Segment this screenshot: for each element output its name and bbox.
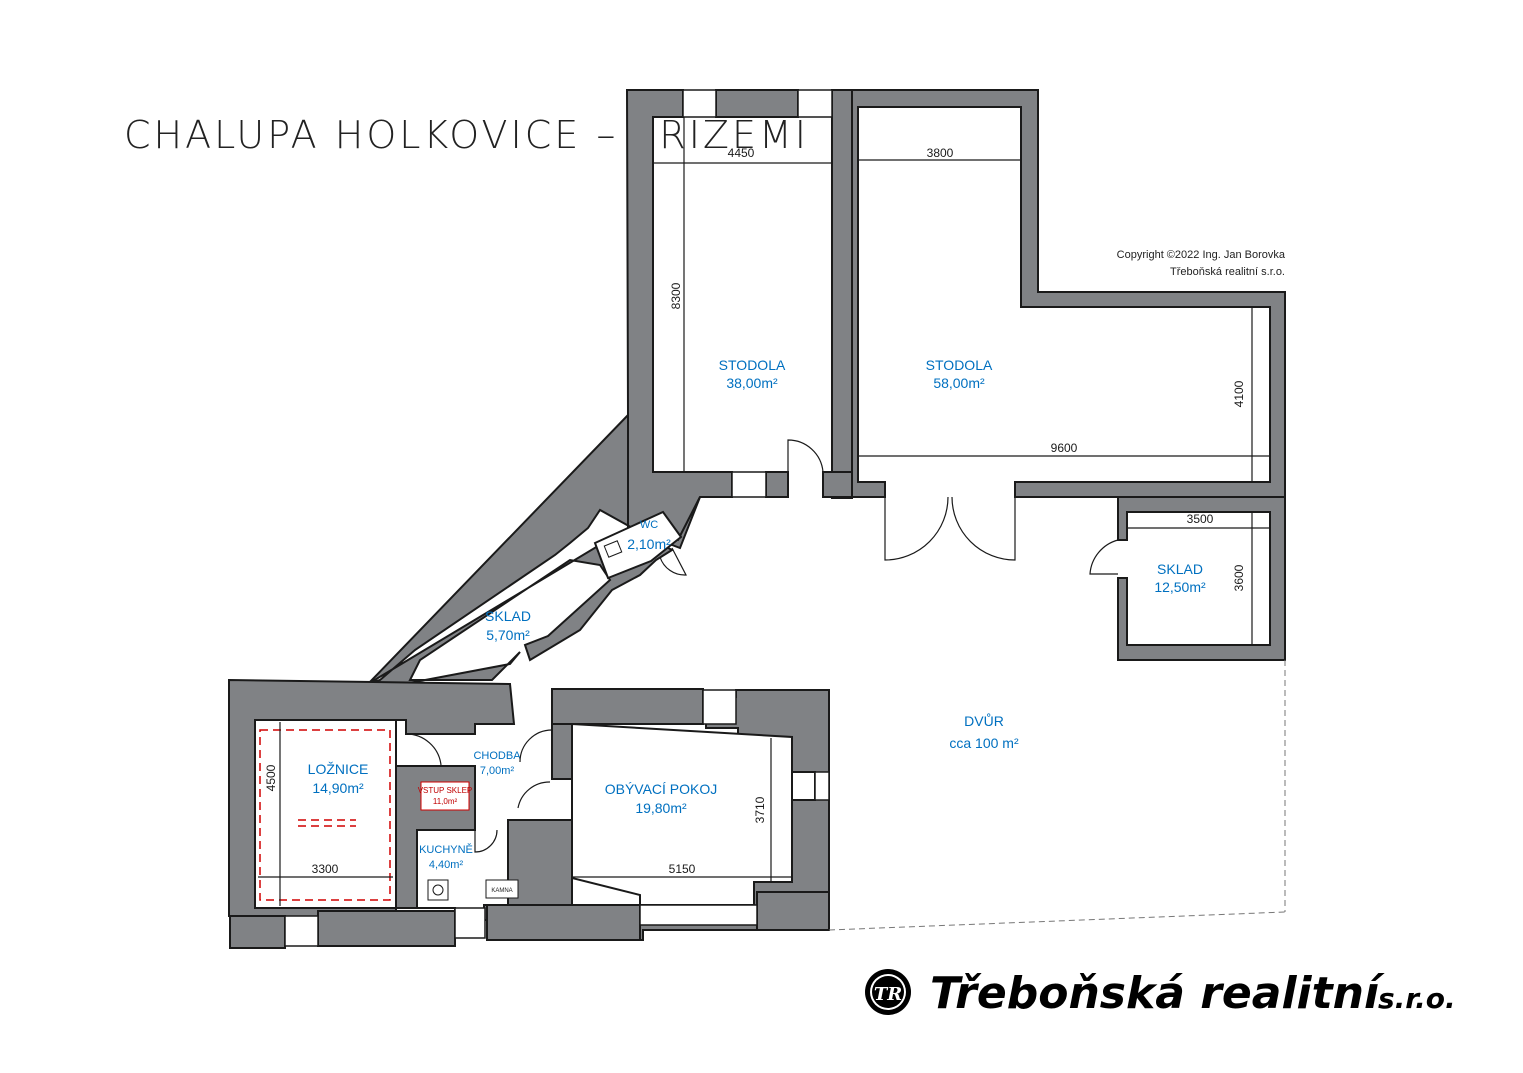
wc-area: 2,10m² xyxy=(627,536,671,552)
window xyxy=(702,689,737,725)
window xyxy=(682,89,717,118)
brand-suffix: s.r.o. xyxy=(1378,982,1456,1015)
obyvaci-label: OBÝVACÍ POKOJ xyxy=(605,781,718,797)
dim-loznice-height: 4500 xyxy=(264,764,278,791)
stove-label: KAMNA xyxy=(491,888,512,894)
stodola-2-label: STODOLA xyxy=(926,357,993,373)
stodola-1-walls xyxy=(625,89,853,542)
stodola-2-walls xyxy=(851,89,1286,498)
dvur-area: cca 100 m² xyxy=(949,735,1019,751)
door xyxy=(1089,539,1119,575)
dim-stodola2-width: 3800 xyxy=(927,146,954,160)
kuchyne-label: KUCHYNĚ xyxy=(419,843,473,856)
door xyxy=(405,733,442,766)
sink-icon xyxy=(427,879,449,901)
window xyxy=(731,471,767,498)
vstup-sklep-box xyxy=(420,781,470,811)
kuchyne-area: 4,40m² xyxy=(429,859,464,871)
sklad-2-label: SKLAD xyxy=(1157,561,1203,577)
brand-logo-letters: TR xyxy=(874,984,902,1005)
dim-stodola2-length: 9600 xyxy=(1051,441,1078,455)
window xyxy=(814,771,830,801)
vstup-sklep-area: 11,0m² xyxy=(433,797,458,806)
diagonal-wing-walls xyxy=(364,412,701,685)
plan-title: CHALUPA HOLKOVICE – PŘÍZEMÍ xyxy=(124,113,809,157)
dim-stodola1-width: 4450 xyxy=(728,146,755,160)
wc-label: WC xyxy=(640,519,658,531)
dim-sklad2-height: 3600 xyxy=(1232,564,1246,591)
toilet-icon xyxy=(603,540,623,558)
loznice-room xyxy=(254,719,397,909)
obyvaci-area: 19,80m² xyxy=(635,800,687,816)
chodba-label: CHODBA xyxy=(473,750,521,762)
dim-sklad2-width: 3500 xyxy=(1187,512,1214,526)
bed-outline xyxy=(259,729,391,901)
vstup-sklep-label: VSTUP SKLEP xyxy=(418,786,473,795)
loznice-label: LOŽNICE xyxy=(308,761,369,777)
stove-icon xyxy=(485,879,519,899)
window xyxy=(639,904,758,926)
brand-name: Třeboňská realitní xyxy=(930,968,1385,1019)
double-door xyxy=(884,496,1016,561)
sklad-1-area: 5,70m² xyxy=(486,627,530,643)
copyright-line-2: Třeboňská realitní s.r.o. xyxy=(1170,266,1285,278)
door xyxy=(517,781,551,809)
window xyxy=(797,89,833,118)
sklad-1-label: SKLAD xyxy=(485,608,531,624)
stodola-2-area: 58,00m² xyxy=(933,375,985,391)
window xyxy=(284,915,319,947)
dvur-label: DVŮR xyxy=(964,712,1004,729)
stodola-1-label: STODOLA xyxy=(719,357,786,373)
door xyxy=(787,439,824,473)
window xyxy=(454,907,486,939)
door xyxy=(659,547,687,576)
chodba-area: 7,00m² xyxy=(480,765,515,777)
loznice-area: 14,90m² xyxy=(312,780,364,796)
dim-obyvaci-height: 3710 xyxy=(753,796,767,823)
brand-logo: TR xyxy=(865,969,911,1015)
door xyxy=(474,829,498,853)
dim-loznice-width: 3300 xyxy=(312,862,339,876)
copyright-line-1: Copyright ©2022 Ing. Jan Borovka xyxy=(1117,249,1286,261)
dim-obyvaci-width: 5150 xyxy=(669,862,696,876)
door xyxy=(519,729,553,763)
wc-room xyxy=(593,510,683,580)
dim-stodola1-height: 8300 xyxy=(669,282,683,309)
stodola-1-area: 38,00m² xyxy=(726,375,778,391)
dim-stodola2-height: 4100 xyxy=(1232,380,1246,407)
sklad-2-area: 12,50m² xyxy=(1154,579,1206,595)
